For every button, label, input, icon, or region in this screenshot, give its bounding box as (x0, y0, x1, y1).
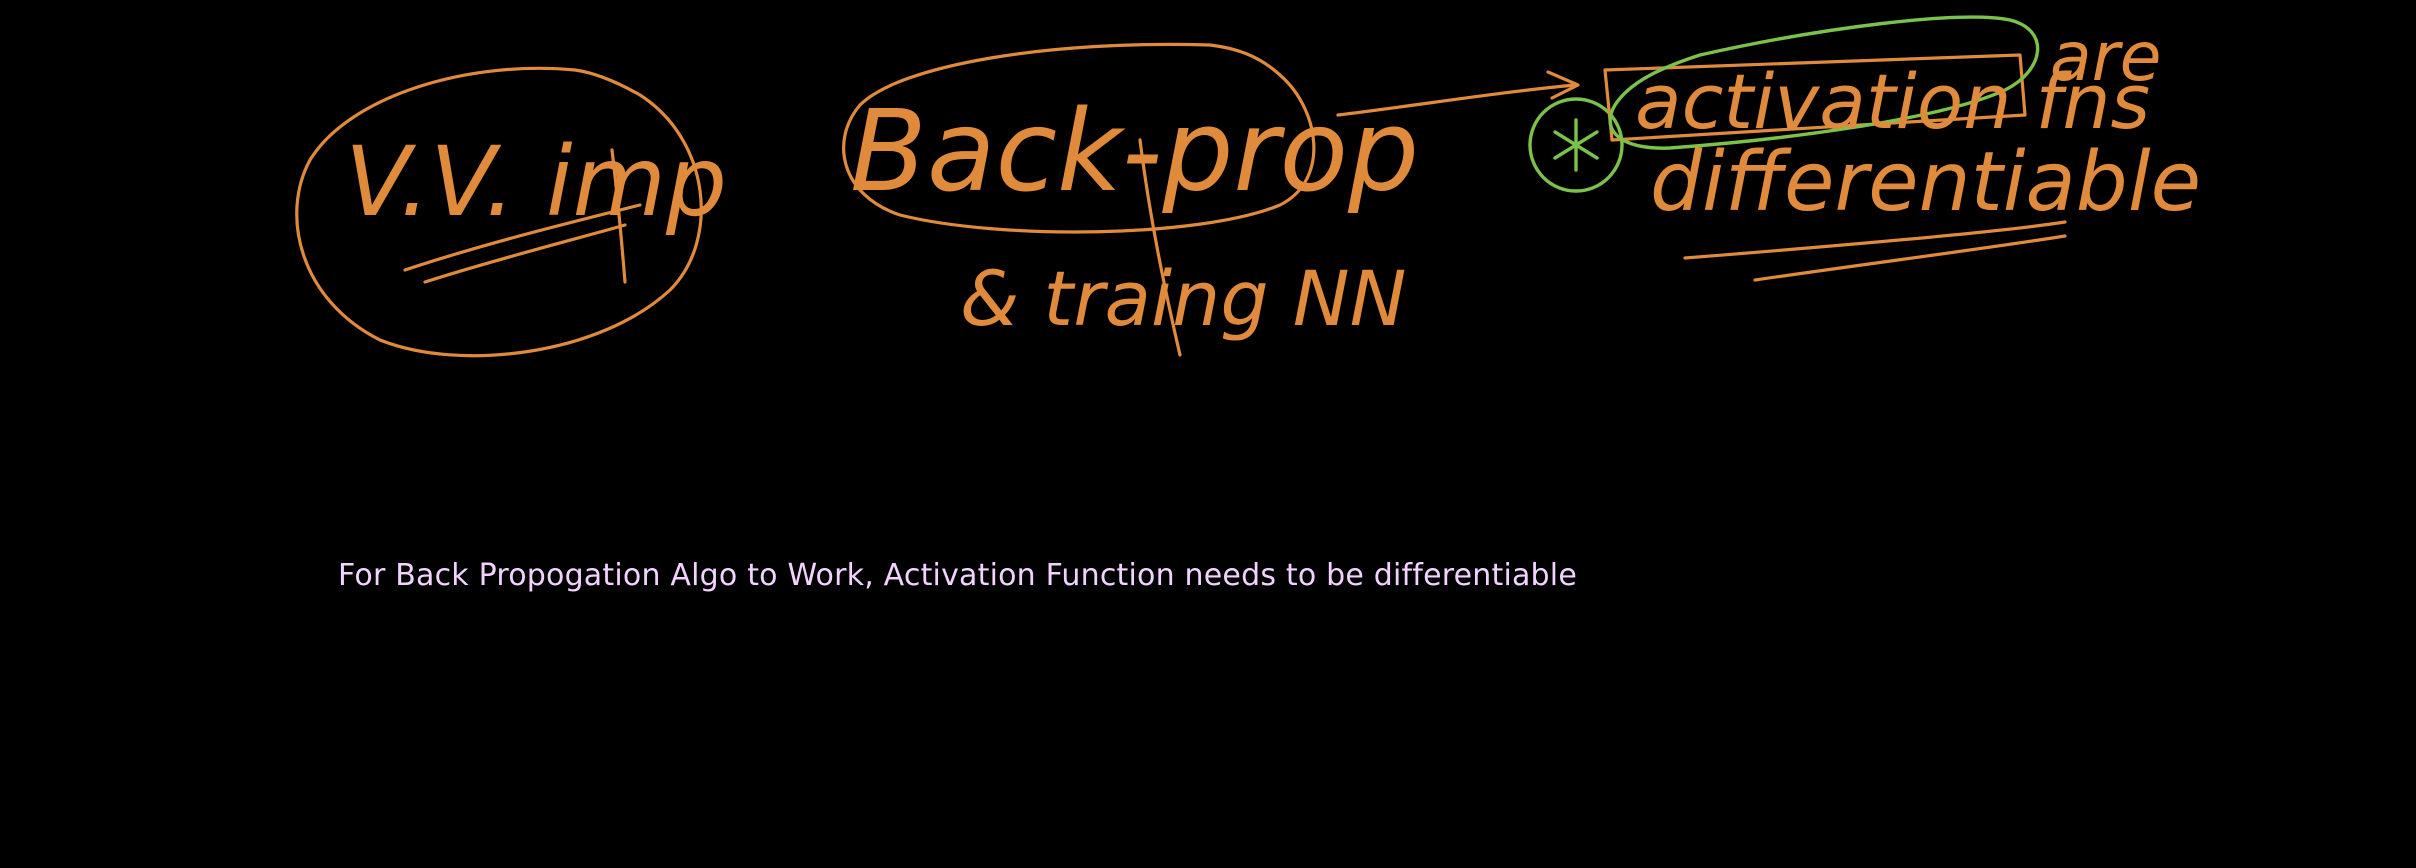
vv-imp-text: V.V. imp (345, 126, 727, 238)
differentiable-text: differentiable (1650, 135, 2201, 230)
are-text: are (2050, 18, 2161, 97)
back-prop-ellipse (842, 42, 1316, 234)
differentiable-underline-1 (1683, 220, 2067, 260)
activation-ellipse (1608, 15, 2040, 150)
arrow-to-activation (1336, 83, 1577, 117)
typed-note: For Back Propogation Algo to Work, Activ… (338, 558, 1577, 593)
vv-imp-underline-2 (423, 223, 627, 284)
vv-imp-underline-1 (403, 203, 642, 272)
arrow-head (1546, 70, 1580, 100)
prop-descender (1138, 138, 1182, 357)
training-nn-text: & traing NN (960, 254, 1406, 343)
back-prop-text: Back-prop (850, 87, 1419, 217)
differentiable-underline-2 (1753, 234, 2067, 282)
asterisk-circle (1528, 97, 1624, 193)
vv-imp-tick (610, 148, 627, 284)
vv-imp-ellipse (295, 66, 703, 358)
asterisk-icon (1553, 118, 1599, 172)
activation-fns-text: activation fns (1635, 57, 2150, 146)
